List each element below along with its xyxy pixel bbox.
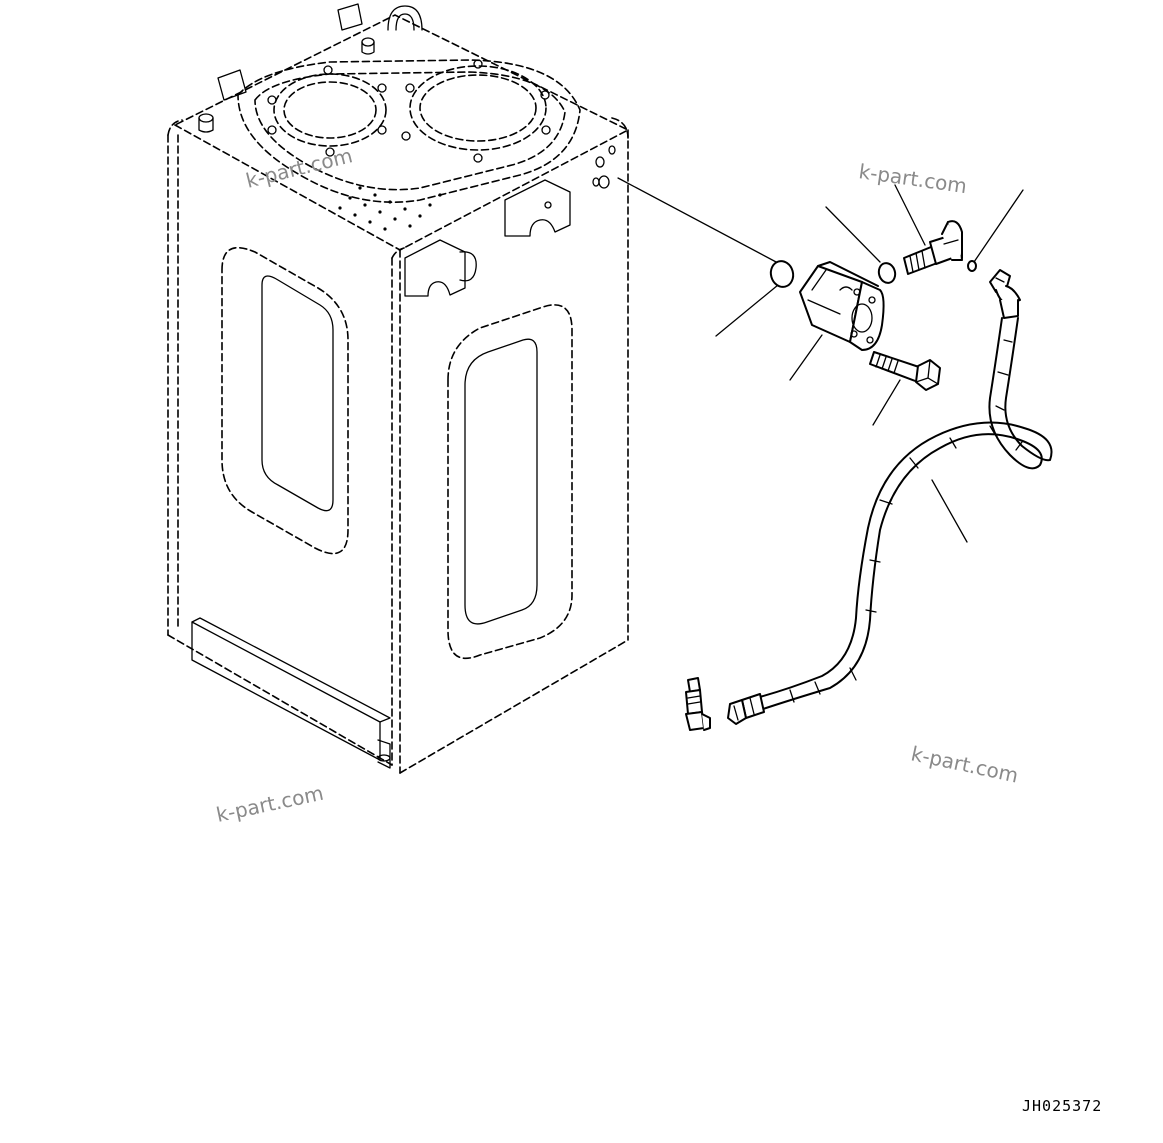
hydraulic-tank <box>167 3 630 774</box>
leader-lines <box>617 177 1024 543</box>
mounting-bolt <box>869 351 941 391</box>
watermark-text: k-part.com <box>214 781 326 827</box>
watermark-text: k-part.com <box>909 741 1021 787</box>
o-ring-small <box>877 262 897 284</box>
drawing-number: JH025372 <box>1022 1097 1102 1115</box>
o-ring-large <box>769 260 795 288</box>
watermark-text: k-part.com <box>243 143 354 193</box>
hydraulic-hose <box>727 269 1053 725</box>
elbow-fitting <box>903 220 963 275</box>
o-ring-tiny <box>967 260 977 272</box>
pump-block <box>799 261 885 351</box>
drain-adapter <box>685 677 711 731</box>
watermark-text: k-part.com <box>857 159 968 198</box>
